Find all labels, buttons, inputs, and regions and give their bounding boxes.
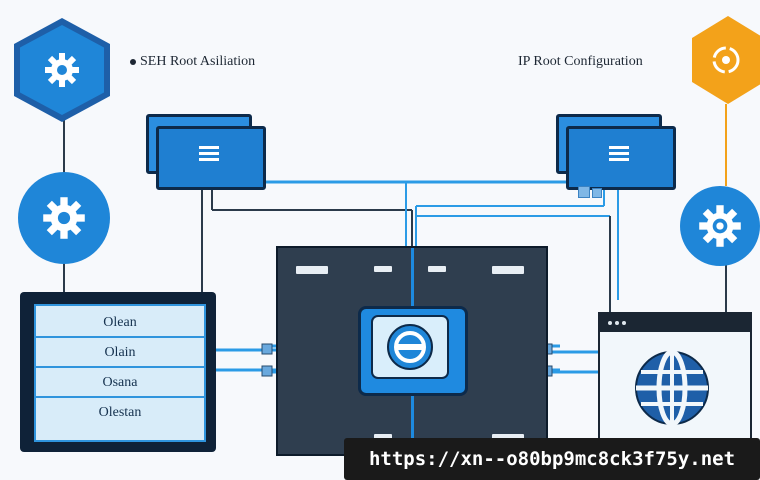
bullet [130, 58, 136, 65]
server-slot [374, 434, 392, 440]
window-dot [622, 321, 626, 325]
power-icon [371, 315, 449, 379]
tablet-screen: Olean Olain Osana Olestan [34, 304, 206, 442]
list-item[interactable]: Olestan [98, 405, 142, 420]
browser-titlebar [600, 314, 750, 332]
tablet-device: Olean Olain Osana Olestan [20, 292, 216, 452]
server-slot [492, 266, 524, 274]
menu-icon [609, 143, 629, 164]
menu-icon [199, 143, 219, 164]
right-card-front [566, 126, 676, 190]
server-slot [374, 266, 392, 272]
globe-icon [635, 349, 709, 427]
list-item[interactable]: Olean [36, 310, 204, 338]
gear-icon [696, 202, 744, 250]
window-dot [615, 321, 619, 325]
gear-icon [38, 192, 90, 244]
list-item[interactable]: Olain [36, 340, 204, 368]
list-item[interactable]: Osana [36, 370, 204, 398]
url-banner[interactable]: https://xn--o80bp9mc8ck3f75y.net [344, 438, 760, 480]
right-title: IP Root Configuration [518, 54, 643, 69]
window-dot [608, 321, 612, 325]
connector-block [578, 186, 590, 198]
server-slot [296, 266, 328, 274]
gear-icon [38, 50, 86, 90]
browser-window [598, 312, 752, 456]
connector-block [592, 188, 602, 198]
refresh-icon [706, 40, 746, 80]
left-title: SEH Root Asiliation [130, 54, 255, 70]
left-card-front [156, 126, 266, 190]
left-title-text: SEH Root Asiliation [140, 54, 256, 69]
core-module[interactable] [358, 306, 468, 396]
server-slot [428, 266, 446, 272]
